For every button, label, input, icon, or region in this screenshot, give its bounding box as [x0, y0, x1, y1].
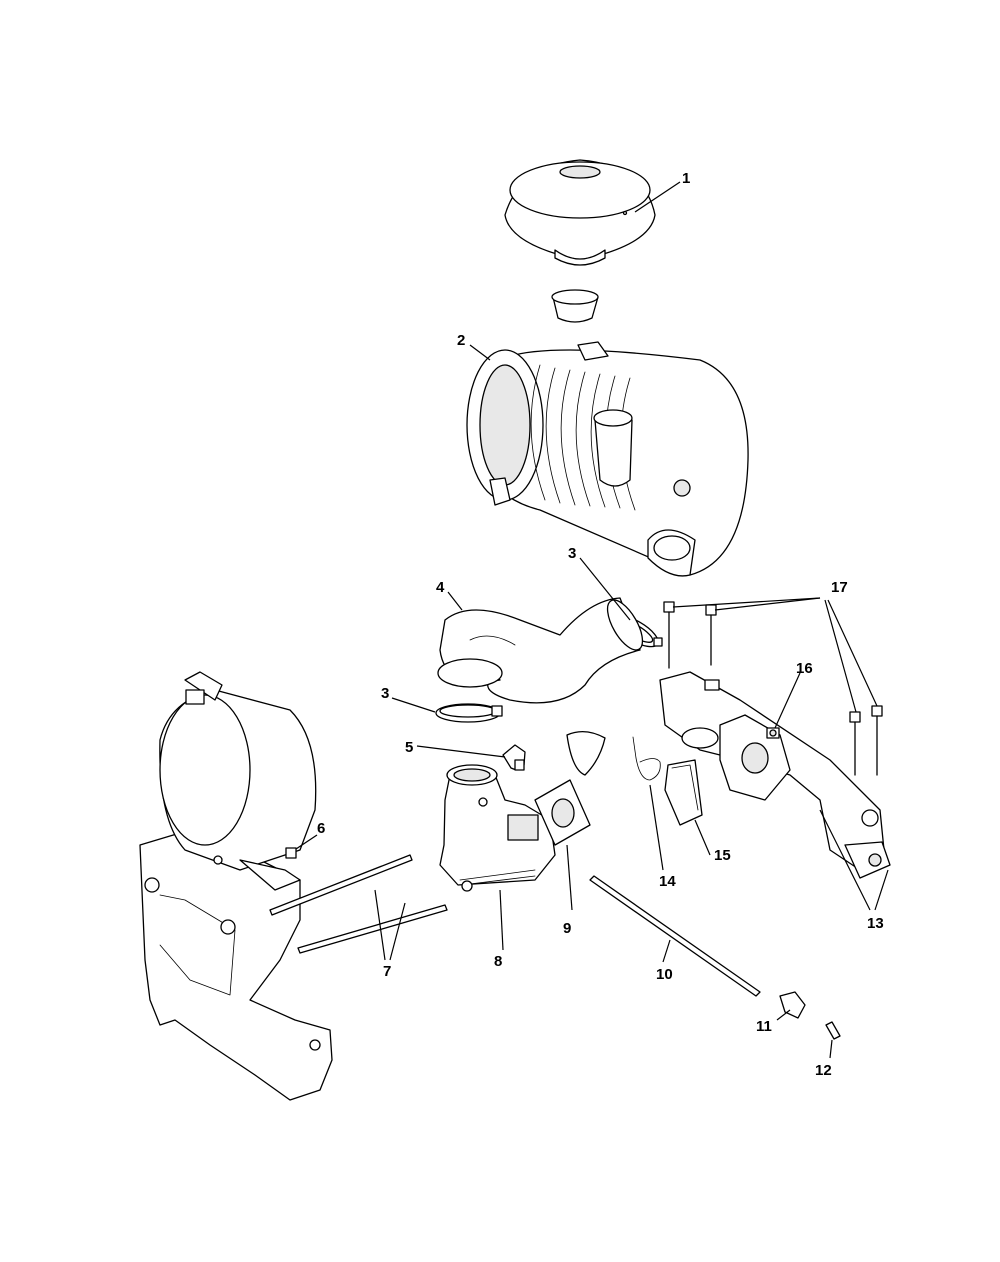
pin-icon — [825, 1021, 841, 1040]
callout-labels: 1 2 3 4 3 5 6 7 8 9 10 11 12 13 14 15 16… — [317, 170, 884, 1079]
callout-13: 13 — [867, 915, 884, 932]
leader-1 — [634, 181, 681, 213]
leader-6 — [295, 834, 318, 850]
intake-adapter-icon — [439, 764, 556, 892]
callout-7: 7 — [383, 963, 391, 980]
bolt-icon — [285, 847, 297, 859]
leader-7 — [374, 889, 386, 961]
manifold-bolt-icon — [663, 601, 883, 776]
air-cleaner-strap-icon — [159, 671, 317, 891]
leader-4 — [447, 591, 463, 611]
leader-15 — [694, 819, 711, 856]
cable-tie-icon — [632, 736, 661, 781]
fitting-icon — [779, 991, 806, 1019]
leader-17c — [824, 599, 857, 713]
leader-7b — [389, 902, 406, 961]
leader-3a — [579, 557, 631, 621]
callout-2: 2 — [457, 332, 465, 349]
hose-clamp-icon — [435, 703, 503, 723]
pre-cleaner-cup-icon — [551, 289, 599, 323]
callout-10: 10 — [656, 966, 673, 983]
leader-17 — [672, 597, 821, 608]
callout-16: 16 — [796, 660, 813, 677]
callout-3: 3 — [568, 545, 576, 562]
leader-17b — [714, 597, 821, 611]
leader-3b — [391, 697, 436, 713]
callout-6: 6 — [317, 820, 325, 837]
callout-12: 12 — [815, 1062, 832, 1079]
leader-9 — [566, 844, 573, 911]
sensor-icon — [664, 759, 703, 826]
leader-13b — [874, 869, 889, 911]
stud-rod-icon — [269, 854, 448, 954]
callout-11: 11 — [756, 1018, 772, 1035]
callout-5: 5 — [405, 739, 413, 756]
leader-11 — [776, 1009, 791, 1021]
elbow-fitting-icon — [502, 744, 526, 771]
air-cleaner-assembly-icon — [466, 341, 749, 577]
manifold-fitting-icon — [766, 727, 780, 739]
callout-3: 3 — [381, 685, 389, 702]
deflector-icon — [566, 731, 606, 776]
callout-9: 9 — [563, 920, 571, 937]
gasket-icon — [534, 779, 591, 846]
leader-10 — [662, 939, 671, 963]
leader-5 — [416, 745, 506, 758]
long-rod-icon — [589, 875, 761, 997]
callout-14: 14 — [659, 873, 676, 890]
callout-4: 4 — [436, 579, 445, 596]
leader-17d — [827, 599, 878, 707]
leader-14 — [649, 784, 664, 871]
leader-16 — [774, 672, 801, 729]
callout-1: 1 — [682, 170, 690, 187]
intake-elbow-hose-icon — [437, 597, 644, 704]
callout-15: 15 — [714, 847, 731, 864]
callout-17: 17 — [831, 579, 848, 596]
air-cleaner-cap-icon — [504, 159, 656, 266]
callout-8: 8 — [494, 953, 502, 970]
leader-13 — [819, 809, 871, 911]
mounting-bracket-icon — [139, 829, 333, 1101]
leader-8 — [499, 889, 504, 951]
leader-2 — [469, 344, 491, 361]
leader-12 — [829, 1039, 833, 1059]
leader-lines — [295, 181, 889, 1059]
